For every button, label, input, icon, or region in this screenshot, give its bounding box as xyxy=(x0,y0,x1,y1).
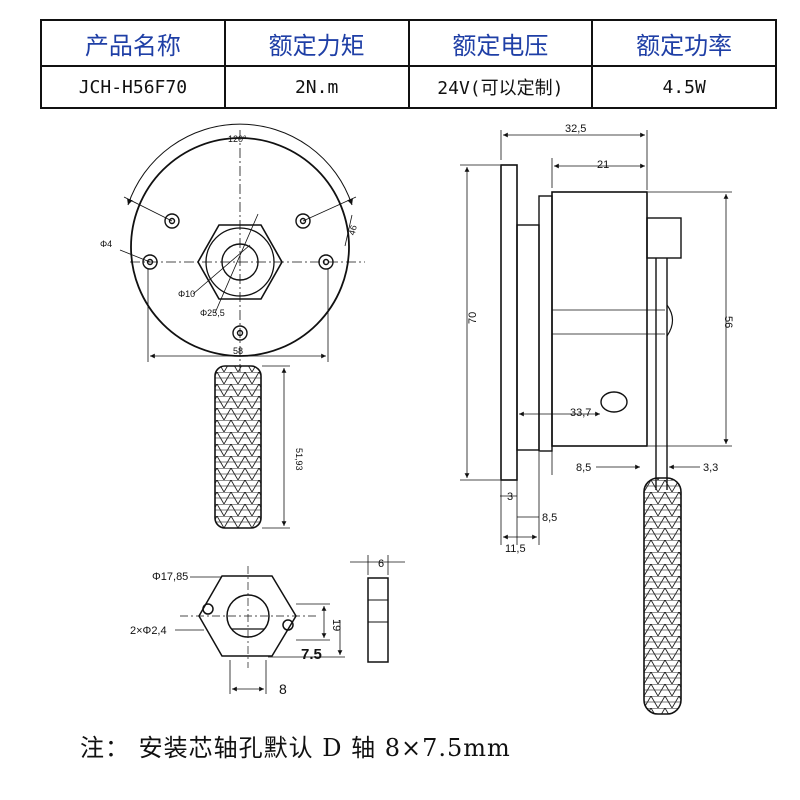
value-rated-power: 4.5W xyxy=(591,65,777,109)
label-handle-length: 51,93 xyxy=(294,448,304,471)
mounting-hole xyxy=(318,254,334,270)
side-hole xyxy=(600,391,628,413)
side-view-labels: 32,5 21 70 56 33,7 8,5 3,3 3 8,5 11,5 xyxy=(467,123,734,555)
hex-side-hole xyxy=(202,603,214,615)
label-inner-height: 56 xyxy=(722,316,734,328)
label-bolt-height: 46 xyxy=(347,224,359,236)
hex-view-labels: Φ17,85 2×Φ2,4 19 7.5 8 6 xyxy=(130,558,384,697)
mounting-holes xyxy=(142,213,334,341)
angle-arc xyxy=(127,123,353,206)
label-base-depth: 11,5 xyxy=(505,543,526,555)
front-view-labels: 120° Φ4 Φ10 Φ25,5 46 58 51,93 xyxy=(100,134,359,471)
label-step-depth: 8,5 xyxy=(542,512,557,524)
side-step xyxy=(516,224,540,451)
label-hex-flat: 7.5 xyxy=(301,646,322,663)
installation-note: 注： 安装芯轴孔默认 D 轴 8×7.5mm xyxy=(80,734,511,762)
spec-header-row: 产品名称 额定力矩 额定电压 额定功率 xyxy=(40,19,777,67)
label-hex-width: 8 xyxy=(279,681,287,697)
label-hex-height: 19 xyxy=(330,619,342,631)
mounting-hole xyxy=(232,325,248,341)
spec-value-row: JCH-H56F70 2N.m 24V(可以定制) 4.5W xyxy=(40,65,777,109)
header-rated-torque: 额定力矩 xyxy=(223,19,410,67)
label-hex-dia: Φ17,85 xyxy=(152,571,188,583)
label-angle: 120° xyxy=(228,134,247,144)
side-flange xyxy=(500,164,518,481)
header-rated-power: 额定功率 xyxy=(591,19,777,67)
mounting-hole xyxy=(142,254,158,270)
label-hole-dia: Φ4 xyxy=(100,239,112,249)
value-rated-torque: 2N.m xyxy=(223,65,410,109)
value-rated-voltage: 24V(可以定制) xyxy=(407,65,594,109)
label-base-width: 58 xyxy=(233,346,243,356)
label-body-width: 21 xyxy=(597,159,609,171)
side-handle xyxy=(643,477,682,715)
mounting-hole xyxy=(295,213,311,229)
label-hex-holes: 2×Φ2,4 xyxy=(130,625,167,637)
front-hub-circle xyxy=(205,227,275,297)
header-product-name: 产品名称 xyxy=(40,19,226,67)
label-hole-offset: 33,7 xyxy=(570,407,591,419)
label-left-offset: 8,5 xyxy=(576,462,591,474)
label-flange-thick: 3 xyxy=(507,491,513,503)
label-height: 70 xyxy=(467,312,479,324)
label-hex-dia: Φ25,5 xyxy=(200,308,225,318)
hex-view xyxy=(175,555,405,694)
front-view xyxy=(119,123,365,529)
label-shaft-dia: Φ10 xyxy=(178,289,195,299)
hex-side-hole xyxy=(282,619,294,631)
side-view xyxy=(460,130,732,715)
label-right-offset: 3,3 xyxy=(703,462,718,474)
header-rated-voltage: 额定电压 xyxy=(407,19,594,67)
front-hex-nut xyxy=(197,224,283,300)
side-body xyxy=(538,195,553,452)
hex-side-block xyxy=(367,577,389,663)
side-housing xyxy=(551,191,648,447)
front-shaft-circle xyxy=(221,243,259,281)
front-handle xyxy=(214,365,262,529)
label-total-width: 32,5 xyxy=(565,123,586,135)
side-bracket xyxy=(646,217,682,259)
mounting-hole xyxy=(164,213,180,229)
spec-table: 产品名称 额定力矩 额定电压 额定功率 JCH-H56F70 2N.m 24V(… xyxy=(40,19,777,109)
label-hex-thick: 6 xyxy=(378,558,384,570)
value-product-name: JCH-H56F70 xyxy=(40,65,226,109)
technical-drawing: 120° Φ4 Φ10 Φ25,5 46 58 51,93 xyxy=(100,123,734,715)
